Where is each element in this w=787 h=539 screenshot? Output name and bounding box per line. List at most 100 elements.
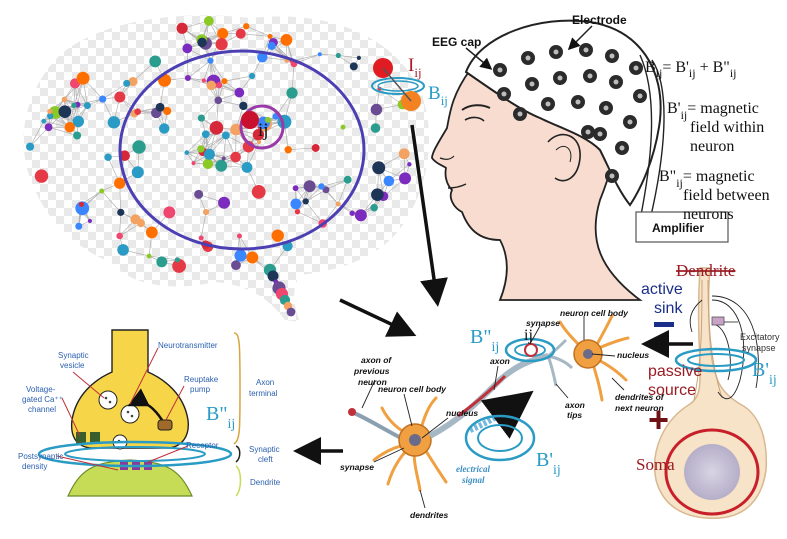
network-node — [117, 244, 129, 256]
electrode-center — [586, 130, 591, 135]
between-line-3: neurons — [683, 206, 734, 223]
network-node — [371, 188, 384, 201]
electrical-signal-label-2: signal — [461, 475, 485, 485]
electrode-center — [554, 50, 559, 55]
receptor-label: Receptor — [186, 441, 219, 450]
between-line-2: field between — [683, 187, 770, 204]
network-node — [198, 114, 205, 121]
network-node — [41, 119, 46, 124]
network-node — [268, 34, 273, 39]
electrode-center — [584, 48, 589, 53]
network-node — [249, 73, 255, 79]
network-node — [104, 154, 111, 161]
axon-field-ring-inner — [478, 425, 522, 451]
excitatory-label-2: synapse — [742, 343, 776, 353]
network-node — [177, 23, 188, 34]
neuron-b-single-label: B'ij — [536, 449, 561, 478]
synapse-top-label: synapse — [526, 318, 560, 328]
network-node — [26, 143, 34, 151]
electrode-center — [530, 82, 535, 87]
network-node — [182, 43, 192, 53]
network-node — [370, 204, 378, 212]
arrow-brain-to-neuron — [340, 300, 410, 333]
dendrites-label: dendrites — [410, 510, 449, 520]
network-node — [199, 235, 204, 240]
source-label: source — [648, 382, 696, 399]
soma-label: Soma — [636, 455, 675, 474]
minus-sign — [654, 322, 674, 327]
network-node — [237, 233, 242, 238]
network-node — [202, 78, 206, 82]
network-node — [159, 123, 169, 133]
network-node — [252, 185, 266, 199]
soma-nucleus — [684, 444, 740, 500]
network-node — [114, 91, 125, 102]
electrode-center — [610, 54, 615, 59]
network-node — [132, 166, 144, 178]
network-node — [215, 160, 227, 172]
network-node — [202, 130, 210, 138]
network-node — [350, 62, 358, 70]
axon-prev-label-2: previous — [353, 366, 390, 376]
active-label: active — [641, 281, 683, 298]
axon-tips-label-1: axon — [565, 400, 585, 410]
network-node — [217, 28, 228, 39]
reuptake-label-1: Reuptake — [184, 375, 219, 384]
electrical-signal-label-1: electrical — [456, 464, 490, 474]
reuptake-label-2: pump — [190, 385, 211, 394]
network-node — [221, 78, 227, 84]
network-node — [372, 161, 385, 174]
network-node — [344, 176, 352, 184]
electrode-center — [558, 76, 563, 81]
network-node — [88, 219, 92, 223]
neuron-b-double-label: B"ij — [470, 326, 499, 355]
network-node — [79, 202, 84, 207]
network-node — [134, 108, 141, 115]
right-neuron-nucleus — [583, 349, 593, 359]
dendrite-b-label: B'ij — [752, 359, 777, 388]
network-node — [216, 38, 228, 50]
postsynaptic-label-2: density — [22, 462, 47, 471]
network-node — [357, 56, 361, 60]
synaptic-cleft-label-1: Synaptic — [249, 445, 280, 454]
axon-tips-label-2: tips — [567, 410, 582, 420]
dendrite-panel: Dendrite active sink passive source + So… — [636, 261, 780, 518]
synapse-panel: Neurotransmitter Synaptic vesicle Reupta… — [12, 327, 290, 497]
network-node — [99, 188, 104, 193]
brain-network-panel: ij — [24, 15, 430, 322]
network-node — [130, 214, 140, 224]
electrode-center — [628, 120, 633, 125]
field-label: Bij — [428, 83, 448, 108]
network-node — [197, 145, 204, 152]
network-node — [204, 149, 215, 160]
network-node — [194, 190, 203, 199]
network-node — [156, 256, 167, 267]
node-ij-label: ij — [258, 120, 269, 141]
voltage-label-2: gated Ca⁺⁺ — [22, 395, 63, 404]
network-node — [293, 185, 299, 191]
network-node — [239, 102, 247, 110]
network-node — [371, 104, 383, 116]
synapse-marker-left — [348, 408, 356, 416]
network-node — [84, 102, 91, 109]
network-node — [147, 254, 152, 259]
electrode-center — [604, 106, 609, 111]
network-node — [197, 38, 207, 48]
network-node — [304, 180, 316, 192]
synaptic-cleft-label-2: cleft — [258, 455, 273, 464]
electrode-label: Electrode — [572, 13, 627, 27]
network-node — [73, 131, 81, 139]
network-node — [210, 121, 224, 135]
neuron-diagram-panel: ij synapse neuron cell body nucleus axon… — [340, 308, 665, 520]
amplifier-label: Amplifier — [652, 221, 704, 235]
dendrite-label: Dendrite — [250, 478, 281, 487]
network-node — [47, 109, 52, 114]
within-line-3: neuron — [690, 138, 734, 155]
network-node — [149, 56, 161, 68]
network-node — [75, 223, 82, 230]
network-node — [231, 260, 241, 270]
axon-terminal-label-2: terminal — [249, 389, 278, 398]
axon-prev-label-1: axon of — [361, 355, 392, 365]
